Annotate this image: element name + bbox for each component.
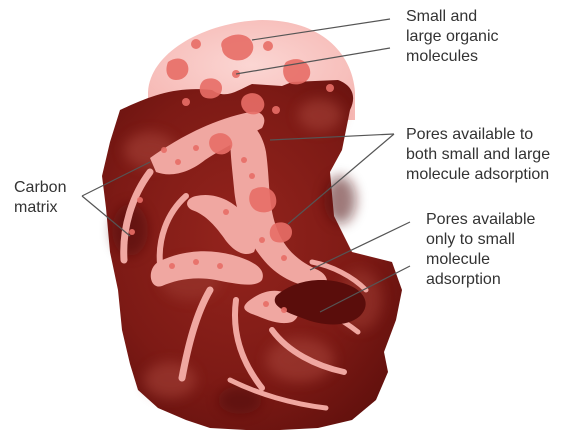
label-pores-small-line-3: molecule: [426, 250, 535, 270]
label-molecules: Small and large organic molecules: [406, 7, 499, 67]
label-pores-both: Pores available to both small and large …: [406, 125, 550, 185]
label-pores-small-line-4: adsorption: [426, 270, 535, 290]
label-carbon-line-1: Carbon: [14, 178, 66, 198]
label-molecules-line-1: Small and: [406, 7, 499, 27]
label-pores-small-line-2: only to small: [426, 230, 535, 250]
label-pores-both-line-2: both small and large: [406, 145, 550, 165]
label-pores-small: Pores available only to small molecule a…: [426, 210, 535, 290]
label-carbon-matrix: Carbon matrix: [14, 178, 66, 218]
label-pores-both-line-3: molecule adsorption: [406, 165, 550, 185]
label-pores-both-line-1: Pores available to: [406, 125, 550, 145]
label-molecules-line-2: large organic: [406, 27, 499, 47]
label-carbon-line-2: matrix: [14, 198, 66, 218]
label-molecules-line-3: molecules: [406, 47, 499, 67]
label-pores-small-line-1: Pores available: [426, 210, 535, 230]
